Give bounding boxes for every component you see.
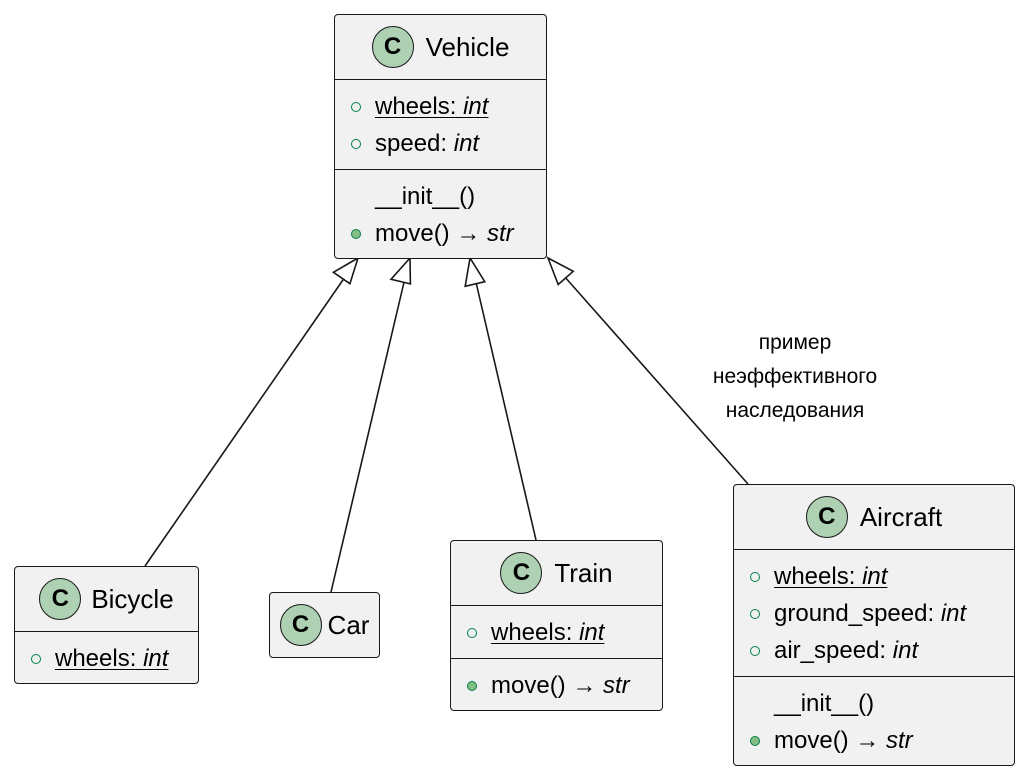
field-type: int — [940, 599, 967, 627]
class-name: Aircraft — [859, 501, 943, 532]
public-field-icon — [31, 653, 41, 664]
public-method-icon — [750, 735, 760, 746]
class-vehicle[interactable]: C Vehicle wheels: int speed: int __init_… — [334, 14, 547, 259]
methods-section: __init__() move() → str — [335, 169, 546, 252]
class-aircraft[interactable]: C Aircraft wheels: int ground_speed: int… — [733, 484, 1015, 766]
class-header: C Vehicle — [335, 15, 546, 79]
note-line: пример — [758, 331, 832, 354]
field-row: speed: int — [335, 125, 546, 162]
class-train[interactable]: C Train wheels: int move() → str — [450, 540, 663, 711]
class-stereotype-icon: C — [500, 552, 543, 594]
field-name: speed — [375, 129, 441, 157]
methods-section: __init__() move() → str — [734, 676, 1014, 759]
field-type: int — [453, 129, 480, 157]
fields-section: wheels: int ground_speed: int air_speed:… — [734, 549, 1014, 676]
inheritance-arrowhead — [464, 255, 487, 288]
inheritance-arrowhead — [546, 256, 575, 286]
public-field-icon — [351, 138, 361, 149]
field-name: wheels — [491, 618, 566, 646]
field-type: int — [143, 644, 169, 672]
field-row: wheels: int — [335, 88, 546, 125]
fields-section: wheels: int speed: int — [335, 79, 546, 169]
public-method-icon — [351, 228, 361, 239]
class-car[interactable]: C Car — [269, 592, 380, 658]
edge-train-vehicle — [464, 255, 537, 541]
class-stereotype-icon: C — [279, 604, 322, 646]
method-row: __init__() — [335, 178, 546, 215]
field-row: wheels: int — [734, 558, 1014, 595]
method-return-type: str — [886, 726, 913, 754]
field-name: wheels — [375, 92, 450, 120]
method-row: move() → str — [451, 667, 662, 704]
class-header: C Car — [270, 593, 379, 657]
field-row: wheels: int — [15, 640, 198, 677]
field-row: ground_speed: int — [734, 595, 1014, 632]
static-field: wheels: int — [774, 562, 888, 590]
method-row: move() → str — [335, 215, 546, 252]
edge-bicycle-vehicle — [144, 256, 360, 567]
class-name: Bicycle — [91, 583, 174, 614]
public-field-icon — [467, 627, 477, 638]
method-return-type: str — [603, 671, 630, 699]
method-row: __init__() — [734, 685, 1014, 722]
class-header: C Train — [451, 541, 662, 605]
public-field-icon — [750, 608, 760, 619]
static-field: wheels: int — [375, 92, 489, 120]
field-type: int — [892, 636, 919, 664]
note-line: наследования — [725, 399, 865, 422]
no-visibility-icon — [351, 192, 361, 202]
class-name: Vehicle — [425, 31, 510, 62]
class-stereotype-icon: C — [805, 496, 848, 538]
class-stereotype-icon: C — [371, 26, 414, 68]
methods-section: move() → str — [451, 658, 662, 704]
method-row: move() → str — [734, 722, 1014, 759]
field-type: int — [579, 618, 605, 646]
field-row: wheels: int — [451, 614, 662, 651]
method-signature: move() → — [491, 671, 604, 699]
no-visibility-icon — [750, 699, 760, 709]
class-bicycle[interactable]: C Bicycle wheels: int — [14, 566, 199, 684]
field-row: air_speed: int — [734, 632, 1014, 669]
public-field-icon — [750, 571, 760, 582]
inheritance-arrowhead — [389, 255, 412, 285]
method-signature: __init__() — [774, 689, 875, 717]
field-name: wheels — [55, 644, 130, 672]
method-signature: move() → — [375, 219, 488, 247]
class-stereotype-icon: C — [39, 578, 82, 620]
field-name: wheels — [774, 562, 849, 590]
public-field-icon — [750, 645, 760, 656]
field-name: ground_speed — [774, 599, 928, 627]
static-field: wheels: int — [491, 618, 605, 646]
method-return-type: str — [487, 219, 514, 247]
class-header: C Bicycle — [15, 567, 198, 631]
note-line: неэффективного — [712, 365, 878, 388]
method-signature: move() → — [774, 726, 887, 754]
static-field: wheels: int — [55, 644, 169, 672]
public-field-icon — [351, 101, 361, 112]
method-signature: __init__() — [375, 182, 476, 210]
edge-aircraft-vehicle — [546, 256, 749, 485]
public-method-icon — [467, 680, 477, 691]
inheritance-arrowhead — [331, 256, 360, 285]
fields-section: wheels: int — [15, 631, 198, 677]
field-type: int — [463, 92, 489, 120]
field-name: air_speed — [774, 636, 880, 664]
class-header: C Aircraft — [734, 485, 1014, 549]
edge-car-vehicle — [330, 255, 412, 593]
fields-section: wheels: int — [451, 605, 662, 658]
class-name: Car — [327, 609, 370, 640]
class-name: Train — [554, 557, 613, 588]
field-type: int — [862, 562, 888, 590]
edge-note: пример неэффективного наследования — [690, 326, 900, 428]
